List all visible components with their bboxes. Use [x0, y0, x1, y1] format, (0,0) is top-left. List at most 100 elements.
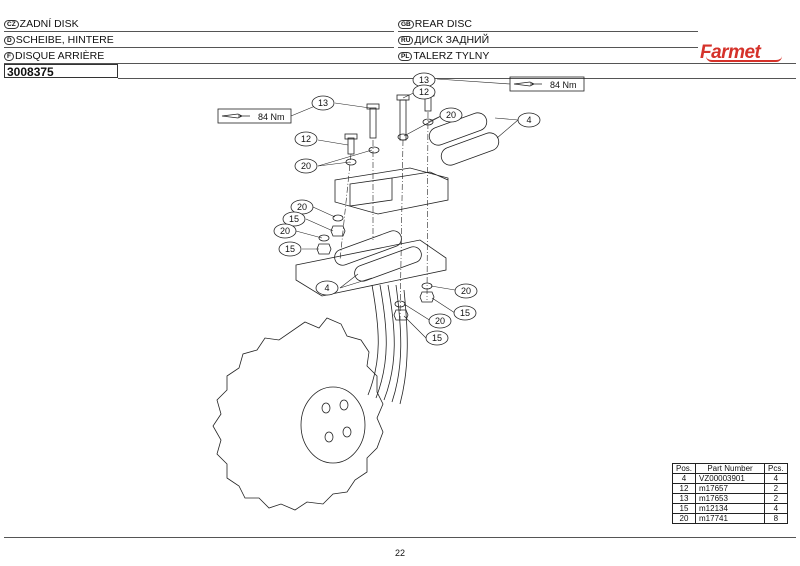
- title-cz-text: ZADNÍ DISK: [19, 18, 79, 30]
- footer-rule: [4, 537, 796, 538]
- header-rule: [4, 31, 394, 32]
- callout-label: 12: [301, 134, 311, 144]
- callout-15: 15: [453, 305, 477, 321]
- callout-15: 15: [282, 211, 306, 227]
- title-d-text: SCHEIBE, HINTERE: [15, 34, 114, 46]
- callout-label: 13: [419, 75, 429, 85]
- callout-20: 20: [290, 199, 314, 215]
- cell: 15: [671, 503, 697, 514]
- nut: [393, 309, 409, 321]
- disc: [212, 317, 384, 511]
- callout-12: 12: [294, 131, 318, 147]
- title-f-text: DISQUE ARRIÈRE: [14, 50, 105, 62]
- title-pl-text: TALERZ TYLNY: [413, 50, 490, 62]
- disc-arm: [367, 284, 408, 405]
- cell: 12: [671, 483, 697, 494]
- rubber-element: [354, 246, 422, 282]
- rubber-element: [334, 230, 402, 266]
- exploded-view-drawing: 13 12 20 13 12 20 4 20 15 20 15 4 20 15 …: [212, 72, 585, 511]
- callout-label: 15: [285, 244, 295, 254]
- hub-bolt: [339, 399, 349, 411]
- lang-badge-d: D: [4, 36, 15, 45]
- callout-label: 13: [318, 98, 328, 108]
- callout-label: 20: [461, 286, 471, 296]
- cell: 20: [671, 513, 697, 524]
- col-pos: Pos.: [671, 463, 697, 474]
- cell: 13: [671, 493, 697, 504]
- callout-20: 20: [428, 313, 452, 329]
- lang-badge-f: F: [4, 52, 14, 61]
- callout-label: 15: [460, 308, 470, 318]
- lang-badge-ru: RU: [398, 36, 414, 45]
- cell: m17741: [695, 513, 766, 524]
- cell: m12134: [695, 503, 766, 514]
- header-rule: [4, 47, 394, 48]
- logo-swoosh: [706, 56, 782, 62]
- cell: VZ00003901: [695, 473, 766, 484]
- title-gb-text: REAR DISC: [414, 18, 472, 30]
- callout-label: 4: [324, 283, 329, 293]
- callout-20: 20: [294, 158, 318, 174]
- bolt-head: [396, 94, 410, 101]
- upper-bracket: [334, 167, 449, 215]
- lang-badge-gb: GB: [398, 20, 414, 29]
- bolt-head: [366, 103, 380, 110]
- callout-label: 15: [289, 214, 299, 224]
- callout-4: 4: [315, 280, 339, 296]
- callout-label: 20: [280, 226, 290, 236]
- callout-label: 4: [526, 115, 531, 125]
- callout-4: 4: [517, 112, 541, 128]
- assembly-axes: [339, 111, 429, 321]
- header-rule: [398, 47, 698, 48]
- washer: [368, 146, 380, 154]
- wrench-icon: [513, 81, 542, 87]
- nut: [330, 225, 346, 237]
- callout-label: 20: [435, 316, 445, 326]
- cell: 4: [764, 503, 788, 514]
- leader-line: [436, 78, 511, 85]
- callout-label: 12: [419, 87, 429, 97]
- cell: 2: [764, 483, 788, 494]
- lang-badge-cz: CZ: [4, 20, 19, 29]
- callout-12: 12: [412, 84, 436, 100]
- clamp-plate: [295, 239, 447, 297]
- hub-bolt: [321, 402, 331, 414]
- callout-20: 20: [273, 223, 297, 239]
- callout-15: 15: [425, 330, 449, 346]
- callout-label: 15: [432, 333, 442, 343]
- bolt-12: [347, 137, 355, 155]
- disc-hub: [300, 386, 366, 464]
- rubber-element: [440, 132, 500, 166]
- nut: [419, 291, 435, 303]
- bolt-head: [344, 133, 358, 140]
- cell: m17657: [695, 483, 766, 494]
- nut: [316, 243, 332, 255]
- cell: 8: [764, 513, 788, 524]
- cell: m17653: [695, 493, 766, 504]
- bolt-13: [369, 107, 377, 139]
- hub-bolt: [324, 431, 334, 443]
- callout-15: 15: [278, 241, 302, 257]
- header-bottom-rule: [4, 63, 796, 64]
- leader-lines: [295, 87, 519, 339]
- col-pcs: Pcs.: [764, 463, 788, 474]
- callout-label: 20: [301, 161, 311, 171]
- washer: [318, 234, 330, 242]
- washer: [332, 214, 344, 222]
- title-ru-text: ДИСК ЗАДНИЙ: [414, 34, 490, 46]
- torque-label: 84 Nm: [258, 112, 285, 122]
- cell: 2: [764, 493, 788, 504]
- washer: [345, 158, 357, 166]
- cell: 4: [671, 473, 697, 484]
- part-code: 3008375: [4, 64, 118, 79]
